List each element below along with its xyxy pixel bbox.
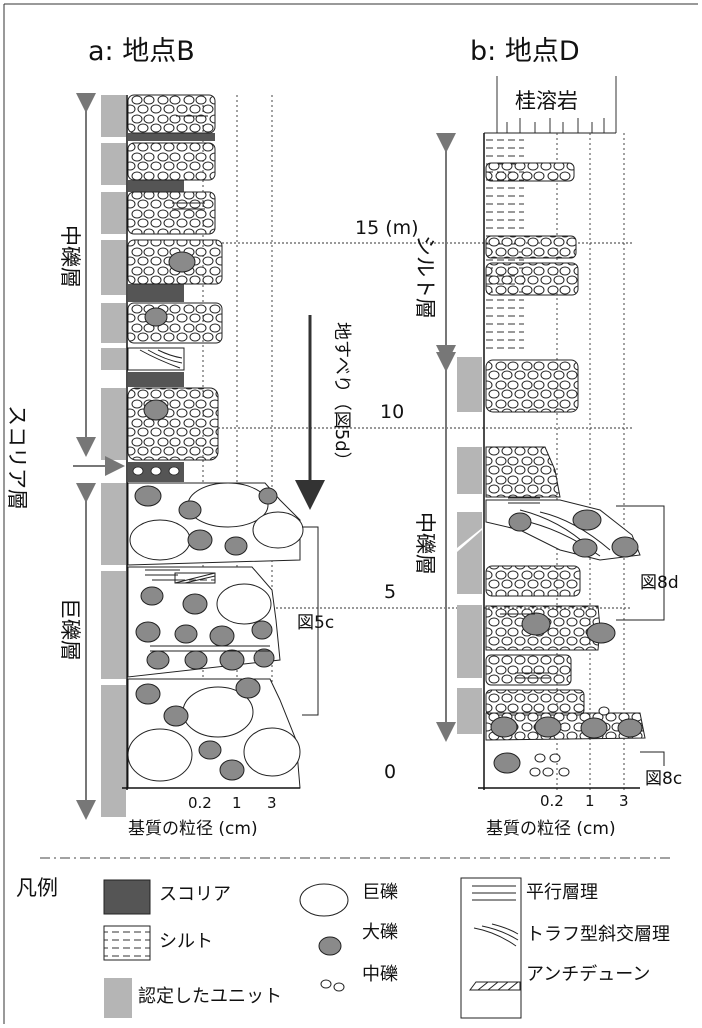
legend-cobble-label: 大礫	[362, 922, 398, 943]
legend-cobble-icon	[318, 936, 342, 956]
fig8d-label: 図8d	[640, 573, 679, 593]
fig5c-bracket	[302, 526, 319, 716]
legend-pebble-icon-2	[333, 982, 345, 992]
panel-b-column: 桂溶岩	[457, 76, 646, 790]
scale-10: 10	[380, 401, 404, 423]
legend-parallel-label: 平行層理	[526, 882, 598, 903]
grain-tick-b-2: 1	[585, 792, 595, 810]
grain-tick-b-1: 0.2	[540, 792, 564, 810]
unit-bars-b	[457, 357, 482, 734]
legend-parallel-icon	[472, 885, 516, 901]
legend-boulder-label: 巨礫	[362, 882, 398, 903]
fig8d-bracket	[616, 505, 665, 621]
legend-silt-label: シルト	[159, 931, 213, 952]
fig8c-bracket	[640, 751, 665, 766]
legend-antidune-icon	[469, 981, 521, 991]
label-silt-b: シルト層	[413, 235, 437, 319]
legend-silt-swatch	[103, 925, 151, 961]
legend-title: 凡例	[16, 876, 58, 900]
legend-pebble-label: 中礫	[362, 964, 398, 985]
legend-trough-icon	[473, 923, 519, 947]
legend-scoria-swatch	[103, 879, 151, 915]
legend-unit-swatch	[104, 978, 132, 1018]
axis-caption-a: 基質の粒径 (cm)	[128, 819, 258, 839]
grain-tick-b-3: 3	[619, 792, 629, 810]
legend-scoria-label: スコリア	[159, 884, 231, 905]
label-scoria-a: スコリア層	[5, 405, 29, 510]
unit-bars-a	[101, 95, 126, 817]
panel-a-column	[101, 94, 304, 817]
panel-a-title: a: 地点B	[88, 36, 195, 67]
legend-antidune-label: アンチデューン	[526, 964, 650, 985]
legend-structure-box	[460, 877, 522, 1019]
legend-boulder-icon	[299, 883, 349, 917]
scale-15: 15 (m)	[355, 217, 419, 239]
panel-a-unit-arrows	[73, 93, 125, 820]
scale-0: 0	[384, 761, 396, 783]
grain-tick-a-2: 1	[232, 794, 242, 812]
scale-5: 5	[384, 581, 396, 603]
legend-trough-label: トラフ型斜交層理	[526, 924, 670, 945]
legend-pebble-icon	[320, 979, 332, 989]
fig8c-label: 図8c	[645, 769, 682, 789]
top-rock-label: 桂溶岩	[515, 89, 578, 113]
legend-unit-label: 認定したユニット	[138, 986, 282, 1007]
label-boulder-a: 巨礫層	[58, 598, 82, 661]
panel-b-title: b: 地点D	[470, 36, 580, 67]
grain-tick-a-3: 3	[267, 794, 277, 812]
fig5c-label: 図5c	[297, 613, 334, 633]
grain-tick-a-1: 0.2	[188, 794, 212, 812]
label-gravel-b: 中礫層	[413, 512, 437, 575]
label-upper-gravel-a: 中礫層	[58, 225, 82, 288]
axis-caption-b: 基質の粒径 (cm)	[486, 819, 616, 839]
landslide-label: 地すべり（図5d）	[331, 322, 352, 470]
